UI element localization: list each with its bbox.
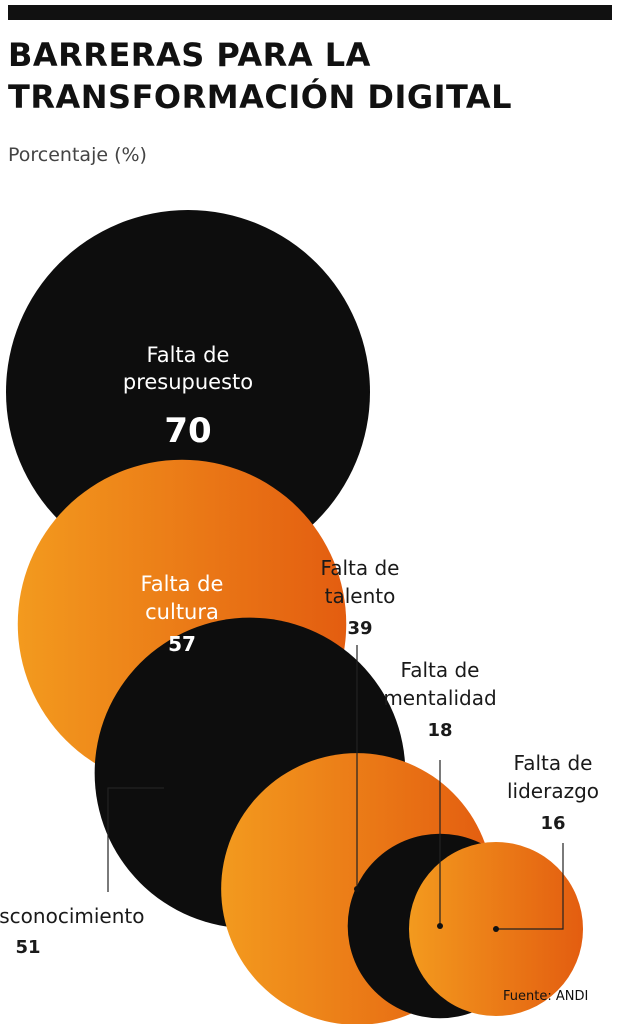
label-falta-de-liderazgo-line-2: liderazgo <box>507 779 599 803</box>
label-falta-de-presupuesto-line-1: Falta de <box>147 343 230 367</box>
title-line-2: TRANSFORMACIÓN DIGITAL <box>8 78 513 116</box>
label-falta-de-presupuesto-line-2: presupuesto <box>123 370 253 394</box>
value-falta-de-liderazgo: 16 <box>540 813 565 834</box>
title-line-1: BARRERAS PARA LA <box>8 36 371 74</box>
value-falta-de-cultura: 57 <box>168 632 196 656</box>
chart-title: BARRERAS PARA LA TRANSFORMACIÓN DIGITAL <box>8 34 512 118</box>
leader-line-falta-de-liderazgo <box>496 843 564 930</box>
leader-line-desconocimiento <box>107 787 164 892</box>
chart-subtitle: Porcentaje (%) <box>8 144 147 166</box>
label-falta-de-talento-line-2: talento <box>325 584 396 608</box>
label-falta-de-mentalidad-line-2: mentalidad <box>383 686 496 710</box>
label-falta-de-cultura-line-2: cultura <box>145 600 219 624</box>
value-falta-de-presupuesto: 70 <box>164 411 211 451</box>
top-bar <box>8 5 612 20</box>
value-falta-de-talento: 39 <box>347 618 372 639</box>
label-falta-de-cultura-line-1: Falta de <box>141 572 224 596</box>
label-falta-de-liderazgo-line-1: Falta de <box>514 751 593 775</box>
value-falta-de-mentalidad: 18 <box>427 720 452 741</box>
bubble-falta-de-presupuesto <box>6 210 370 574</box>
label-falta-de-mentalidad-line-1: Falta de <box>401 658 480 682</box>
source-note: Fuente: ANDI <box>503 989 589 1004</box>
leader-dot-falta-de-mentalidad <box>437 923 443 929</box>
value-desconocimiento: 51 <box>15 937 40 958</box>
leader-dot-falta-de-talento <box>354 886 360 892</box>
label-desconocimiento: Desconocimiento <box>0 904 144 928</box>
label-falta-de-talento-line-1: Falta de <box>321 556 400 580</box>
leader-dot-falta-de-liderazgo <box>493 926 499 932</box>
